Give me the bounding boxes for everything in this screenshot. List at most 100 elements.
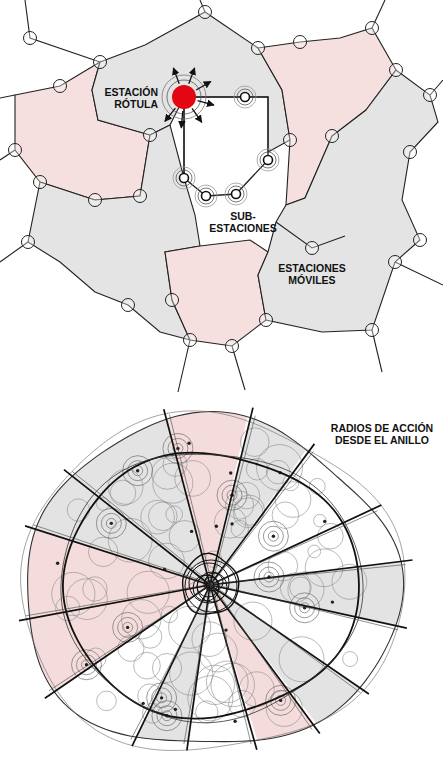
station-dot	[215, 525, 218, 528]
spoke	[25, 526, 210, 585]
action-radius	[134, 652, 161, 679]
station-marker	[89, 194, 102, 207]
spoke	[210, 585, 407, 628]
station-marker	[252, 42, 265, 55]
station-dot	[230, 522, 233, 525]
spokes-sketch	[26, 415, 406, 744]
network-line	[25, 0, 100, 62]
station-marker	[122, 299, 135, 312]
centre-ring	[193, 575, 219, 601]
spoke-sketch	[212, 565, 406, 584]
action-radius	[214, 506, 246, 538]
spoke	[210, 444, 314, 585]
station-marker	[260, 314, 273, 327]
hub-ring	[167, 80, 201, 114]
pink-region	[165, 240, 268, 346]
substation-ring	[232, 190, 241, 199]
action-radius	[266, 690, 302, 726]
station-marker	[184, 334, 197, 347]
station-marker	[199, 6, 212, 19]
action-radius	[305, 549, 343, 587]
spoke-sketch	[131, 584, 212, 739]
centre-ring	[189, 563, 229, 603]
station-ring	[101, 513, 121, 533]
shaded-sector	[0, 500, 210, 737]
substation-link	[183, 97, 184, 178]
action-radii	[52, 428, 367, 727]
radiating-arrow	[189, 68, 195, 84]
hub-station-dot	[172, 85, 196, 109]
station-marker	[54, 80, 67, 93]
shaded-sector	[210, 551, 443, 645]
action-radius	[66, 579, 107, 620]
network-line	[0, 95, 15, 98]
action-radius	[169, 520, 200, 551]
station-marker	[389, 256, 402, 269]
substation-loop	[184, 97, 268, 196]
station-marker	[226, 340, 239, 353]
station-dot	[136, 469, 139, 472]
substation-ring	[228, 186, 244, 202]
station-dot	[190, 530, 193, 533]
radiating-arrow	[165, 108, 175, 121]
spoke-sketch	[33, 525, 212, 584]
radiating-arrow	[198, 101, 214, 105]
radiating-arrow	[173, 68, 179, 84]
centre-ring	[185, 560, 237, 612]
station-marker	[424, 89, 437, 102]
spokes	[19, 408, 413, 751]
action-radius	[234, 602, 272, 640]
action-radius	[196, 701, 218, 723]
station-marker	[414, 234, 427, 247]
station-marker	[306, 242, 319, 255]
station-dot	[160, 696, 163, 699]
substation-ring	[260, 152, 276, 168]
action-radius	[257, 445, 303, 491]
substation-ring	[225, 183, 247, 205]
radiating-arrow	[196, 82, 211, 91]
station-marker	[24, 32, 37, 45]
station-marker	[284, 134, 297, 147]
station-marker	[366, 324, 379, 337]
station-dot	[323, 520, 326, 523]
station-dot	[331, 600, 334, 603]
action-radius	[198, 633, 237, 672]
mobile-stations	[9, 6, 437, 353]
station-dot	[56, 562, 59, 565]
spoke	[164, 409, 210, 585]
action-radius	[139, 625, 162, 648]
substation-ring	[180, 174, 189, 183]
action-radius	[108, 518, 152, 562]
map-label: ESTACIÓN RÓTULA	[96, 86, 158, 110]
station-marker	[166, 294, 179, 307]
spoke	[210, 585, 257, 750]
station-dot	[233, 719, 236, 722]
spoke-sketch	[212, 584, 398, 630]
spoke-sketch	[212, 416, 255, 584]
station-marker	[294, 36, 307, 49]
action-radius	[275, 482, 311, 518]
station-marker	[366, 22, 379, 35]
action-radius	[272, 502, 299, 529]
substation-rings	[173, 86, 279, 207]
station-marker	[390, 64, 403, 77]
station-marker	[9, 144, 22, 157]
spoke-sketch	[212, 584, 312, 729]
action-radius	[97, 691, 117, 711]
station-dot	[141, 702, 144, 705]
station-ring	[123, 622, 133, 632]
action-radius	[108, 469, 143, 504]
radiating-arrow	[192, 108, 202, 122]
substations	[173, 86, 279, 207]
spoke-sketch	[26, 584, 212, 616]
ring-sketch	[61, 454, 363, 722]
station-dot	[224, 628, 227, 631]
grey-region	[92, 12, 290, 152]
substation-ring	[173, 167, 195, 189]
substation-ring	[257, 149, 279, 171]
substation-rings	[180, 93, 273, 201]
substation-ring	[234, 86, 256, 108]
station-marker	[134, 190, 147, 203]
grey-region	[28, 125, 200, 340]
